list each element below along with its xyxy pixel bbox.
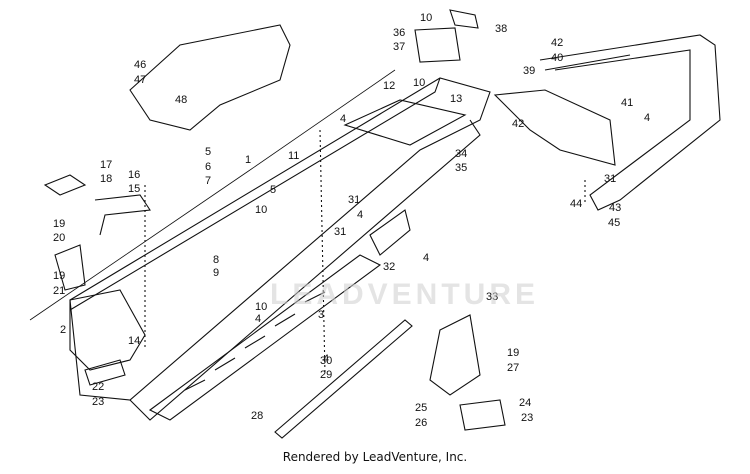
callout-label: 12	[383, 80, 395, 92]
callout-label: 1	[245, 154, 251, 166]
watermark: LEADVENTURE	[270, 278, 540, 311]
tunnel-edge	[69, 77, 441, 311]
tunnel-frame	[69, 77, 491, 401]
running-board	[148, 254, 382, 421]
callout-label: 44	[570, 198, 582, 210]
floor-panel	[343, 99, 467, 146]
callout-label: 4	[323, 353, 329, 365]
callout-label: 38	[495, 23, 507, 35]
callout-label: 6	[205, 161, 211, 173]
hitch-plate	[54, 244, 86, 291]
callout-label: 41	[621, 97, 633, 109]
callout-label: 43	[609, 202, 621, 214]
callout-label: 4	[644, 112, 650, 124]
callout-label: 20	[53, 232, 65, 244]
callout-label: 42	[512, 118, 524, 130]
cross-tube	[274, 319, 413, 439]
callout-label: 31	[334, 226, 346, 238]
callout-label: 35	[455, 162, 467, 174]
pad	[43, 174, 87, 196]
callout-label: 37	[393, 41, 405, 53]
callout-label: 5	[205, 146, 211, 158]
callout-label: 18	[100, 173, 112, 185]
callout-label: 10	[255, 204, 267, 216]
tunnel-side	[129, 119, 481, 421]
callout-label: 7	[205, 175, 211, 187]
callout-label: 8	[213, 254, 219, 266]
callout-label: 30	[320, 355, 332, 367]
callout-label: 24	[519, 397, 531, 409]
footer-credit: Rendered by LeadVenture, Inc.	[282, 450, 468, 464]
callout-label: 25	[415, 402, 427, 414]
callout-label: 31	[348, 194, 360, 206]
callout-label: 29	[320, 369, 332, 381]
foot-pad-right	[459, 399, 506, 431]
callout-label: 23	[521, 412, 533, 424]
callout-label: 9	[213, 267, 219, 279]
callout-label: 42	[551, 37, 563, 49]
callout-label: 27	[507, 362, 519, 374]
callout-label: 40	[551, 52, 563, 64]
callout-label: 23	[92, 396, 104, 408]
diagram-drawing	[29, 9, 721, 439]
callout-label: 32	[383, 261, 395, 273]
callout-label: 4	[423, 252, 429, 264]
callout-label: 14	[128, 335, 140, 347]
callout-label: 19	[53, 218, 65, 230]
rear-step-bracket	[429, 314, 481, 396]
callout-label: 13	[450, 93, 462, 105]
callout-label: 39	[523, 65, 535, 77]
callout-label: 10	[255, 301, 267, 313]
callout-label: 46	[134, 59, 146, 71]
snow-flap	[493, 89, 616, 166]
callout-label: 28	[251, 410, 263, 422]
running-board-ribs	[184, 291, 326, 391]
tail-light-mount	[449, 9, 479, 29]
callout-label: 19	[53, 270, 65, 282]
callout-label: 26	[415, 417, 427, 429]
callout-label: 16	[128, 169, 140, 181]
callout-label: 10	[413, 77, 425, 89]
callout-label: 3	[318, 309, 324, 321]
side-panel	[369, 209, 411, 256]
callout-label: 22	[92, 381, 104, 393]
callout-label: 33	[486, 291, 498, 303]
front-bracket	[69, 289, 146, 371]
callout-label: 48	[175, 94, 187, 106]
callout-label: 36	[393, 27, 405, 39]
callout-label: 21	[53, 285, 65, 297]
leader-rod	[319, 129, 326, 376]
callout-label: 4	[340, 113, 346, 125]
reference-line	[29, 169, 251, 321]
seat	[129, 24, 291, 131]
callout-label: 31	[604, 173, 616, 185]
callout-label: 11	[288, 150, 299, 162]
callout-label: 17	[100, 159, 112, 171]
bumper-inner	[544, 54, 631, 71]
tail-bracket	[414, 27, 461, 63]
callout-label: 47	[134, 74, 146, 86]
foot-pad	[84, 359, 126, 386]
callout-label: 4	[255, 313, 261, 325]
callout-label: 15	[128, 183, 140, 195]
callout-label: 45	[608, 217, 620, 229]
callout-group: 1234444445567891010101011121314151617181…	[53, 12, 650, 429]
grab-handle	[94, 194, 151, 236]
rear-bumper	[539, 34, 721, 211]
callout-label: 5	[270, 184, 276, 196]
reference-line-2	[249, 69, 396, 171]
callout-label: 34	[455, 148, 467, 160]
callout-label: 10	[420, 12, 432, 24]
callout-label: 4	[357, 209, 363, 221]
callout-label: 2	[60, 324, 66, 336]
callout-label: 19	[507, 347, 519, 359]
